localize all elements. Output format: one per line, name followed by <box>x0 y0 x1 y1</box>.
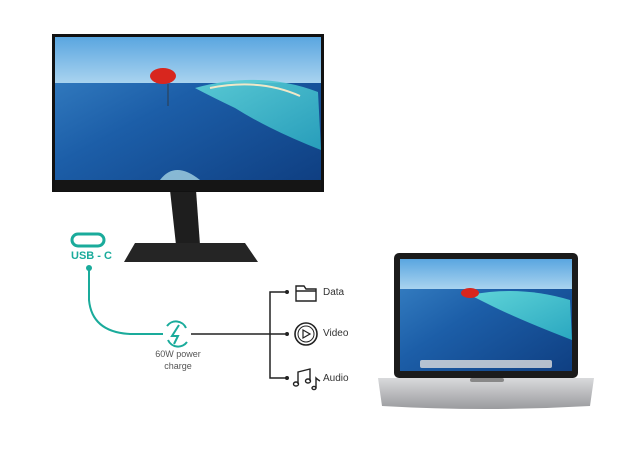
parachute-icon <box>150 68 176 84</box>
output-audio-label: Audio <box>323 373 349 384</box>
folder-icon <box>295 285 317 302</box>
monitor <box>52 34 324 262</box>
usb-cable-line <box>88 268 163 335</box>
laptop <box>378 253 594 409</box>
usb-c-label: USB - C <box>71 250 112 262</box>
output-video-label: Video <box>323 328 349 339</box>
music-icon <box>292 368 321 391</box>
output-data-label: Data <box>323 287 345 298</box>
power-charge-icon <box>166 320 188 348</box>
power-label-line2: charge <box>164 361 192 371</box>
dock <box>420 360 552 368</box>
usb-c-icon <box>70 232 106 248</box>
power-label-line1: 60W power <box>155 349 201 359</box>
power-label: 60W power charge <box>140 348 216 372</box>
play-icon <box>294 322 318 346</box>
